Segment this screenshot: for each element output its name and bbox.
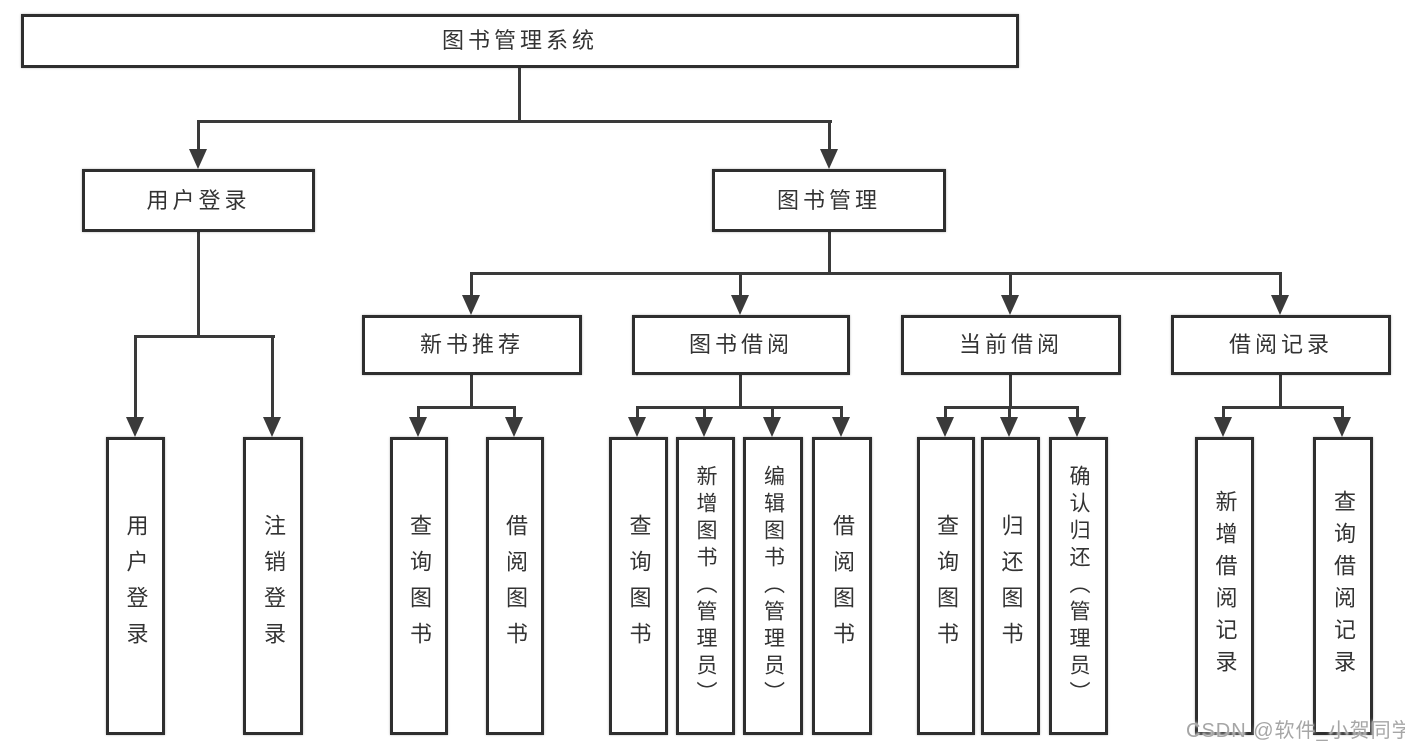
leaf-query-books-current-label: 查询图书 (934, 514, 959, 658)
node-book-borrowing-label: 图书借阅 (688, 332, 793, 357)
arrow-down-icon (820, 149, 838, 169)
leaf-query-books-recommend: 查询图书 (390, 437, 448, 735)
arrow-down-icon (731, 295, 749, 315)
connector-line (1009, 272, 1012, 297)
node-book-management-label: 图书管理 (776, 187, 881, 213)
connector-line (134, 335, 275, 338)
arrow-down-icon (695, 417, 713, 437)
connector-line (636, 406, 639, 420)
leaf-query-books-borrowing-label: 查询图书 (626, 514, 652, 658)
leaf-add-borrow-record-label: 新增借阅记录 (1212, 490, 1238, 682)
leaf-logout-label: 注销登录 (261, 514, 286, 658)
leaf-user-login-label: 用户登录 (123, 514, 149, 658)
node-borrowing-records-label: 借阅记录 (1228, 332, 1333, 357)
connector-line (1222, 406, 1344, 409)
arrow-down-icon (263, 417, 281, 437)
leaf-query-borrow-record: 查询借阅记录 (1313, 437, 1373, 735)
node-current-borrowing-label: 当前借阅 (958, 332, 1063, 357)
connector-line (417, 406, 420, 420)
arrow-down-icon (1214, 417, 1232, 437)
connector-line (271, 335, 274, 419)
watermark: CSDN @软件_小贺同学 (1186, 720, 1405, 742)
node-borrowing-records: 借阅记录 (1171, 315, 1391, 375)
leaf-add-borrow-record: 新增借阅记录 (1195, 437, 1254, 735)
arrow-down-icon (936, 417, 954, 437)
leaf-query-borrow-record-label: 查询借阅记录 (1331, 490, 1356, 682)
connector-line (944, 406, 947, 420)
connector-line (134, 335, 137, 419)
arrow-down-icon (832, 417, 850, 437)
connector-line (840, 406, 843, 420)
leaf-add-books-admin: 新增图书（管理员） (676, 437, 735, 735)
arrow-down-icon (1068, 417, 1086, 437)
connector-line (828, 120, 831, 151)
arrow-down-icon (126, 417, 144, 437)
connector-line (703, 406, 706, 420)
leaf-query-books-current: 查询图书 (917, 437, 975, 735)
arrow-down-icon (505, 417, 523, 437)
connector-line (739, 375, 742, 408)
connector-line (1222, 406, 1225, 420)
arrow-down-icon (628, 417, 646, 437)
connector-line (1341, 406, 1344, 420)
connector-line (828, 232, 831, 274)
connector-line (944, 406, 1079, 409)
leaf-query-books-borrowing: 查询图书 (609, 437, 668, 735)
node-new-book-recommend-label: 新书推荐 (419, 332, 524, 357)
leaf-return-books: 归还图书 (981, 437, 1040, 735)
node-user-login-label: 用户登录 (146, 187, 251, 213)
connector-line (470, 272, 1282, 275)
connector-line (197, 120, 832, 123)
leaf-borrow-books: 借阅图书 (812, 437, 872, 735)
connector-line (1279, 272, 1282, 297)
connector-line (739, 272, 742, 297)
leaf-return-books-label: 归还图书 (998, 514, 1024, 658)
arrow-down-icon (1000, 417, 1018, 437)
arrow-down-icon (462, 295, 480, 315)
connector-line (197, 232, 200, 337)
leaf-edit-books-admin-label: 编辑图书（管理员） (761, 464, 785, 708)
leaf-logout: 注销登录 (243, 437, 303, 735)
node-root: 图书管理系统 (21, 14, 1019, 68)
leaf-add-books-admin-label: 新增图书（管理员） (694, 464, 717, 708)
arrow-down-icon (1333, 417, 1351, 437)
arrow-down-icon (1001, 295, 1019, 315)
connector-line (470, 375, 473, 408)
leaf-user-login: 用户登录 (106, 437, 165, 735)
node-new-book-recommend: 新书推荐 (362, 315, 582, 375)
node-book-borrowing: 图书借阅 (632, 315, 850, 375)
arrow-down-icon (409, 417, 427, 437)
connector-line (1076, 406, 1079, 420)
connector-line (518, 68, 521, 122)
connector-line (470, 272, 473, 297)
leaf-borrow-books-recommend: 借阅图书 (486, 437, 544, 735)
connector-line (1009, 375, 1012, 408)
leaf-borrow-books-recommend-label: 借阅图书 (503, 514, 528, 658)
node-book-management: 图书管理 (712, 169, 946, 232)
leaf-borrow-books-label: 借阅图书 (830, 514, 855, 658)
leaf-confirm-return-admin-label: 确认归还（管理员） (1067, 464, 1090, 708)
connector-line (197, 120, 200, 151)
connector-line (513, 406, 516, 420)
leaf-edit-books-admin: 编辑图书（管理员） (743, 437, 803, 735)
connector-line (636, 406, 843, 409)
connector-line (1008, 406, 1011, 420)
node-current-borrowing: 当前借阅 (901, 315, 1121, 375)
arrow-down-icon (189, 149, 207, 169)
connector-line (417, 406, 516, 409)
arrow-down-icon (1271, 295, 1289, 315)
node-root-label: 图书管理系统 (441, 28, 598, 53)
leaf-confirm-return-admin: 确认归还（管理员） (1049, 437, 1108, 735)
leaf-query-books-recommend-label: 查询图书 (407, 514, 432, 658)
connector-line (1279, 375, 1282, 408)
node-user-login: 用户登录 (82, 169, 315, 232)
connector-line (771, 406, 774, 420)
arrow-down-icon (763, 417, 781, 437)
